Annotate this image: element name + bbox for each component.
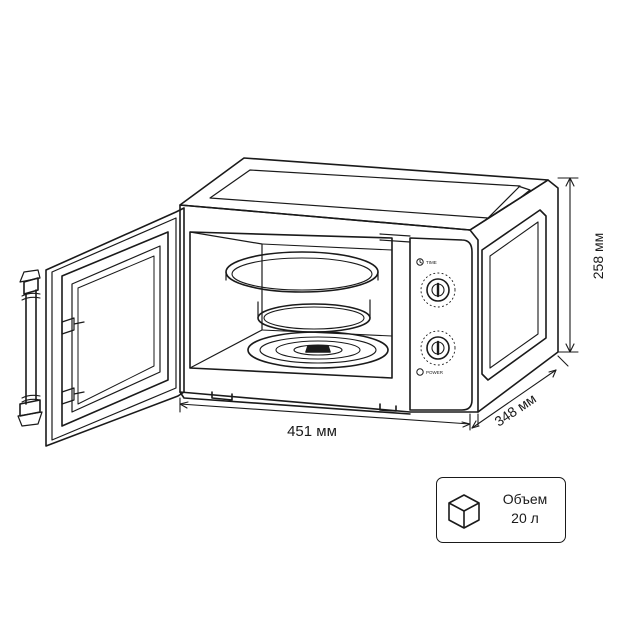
height-dimension-line [557, 177, 579, 353]
microwave-body [179, 157, 559, 415]
power-icon [416, 368, 424, 376]
volume-value: 20 л [511, 510, 539, 526]
volume-title: Объем [502, 491, 548, 507]
width-dimension-line [179, 397, 471, 431]
power-knob[interactable] [420, 330, 456, 366]
depth-dimension-line [471, 355, 569, 429]
clock-icon [416, 258, 424, 266]
turntable [225, 251, 389, 369]
timer-label: TIME [426, 260, 437, 265]
cube-icon [448, 494, 480, 529]
volume-badge: Объем 20 л [436, 477, 566, 543]
open-door [45, 207, 185, 447]
door-handle[interactable] [17, 269, 43, 427]
height-label: 258 мм [590, 233, 606, 280]
power-label: POWER [426, 370, 444, 375]
width-label: 451 мм [287, 423, 337, 440]
timer-knob[interactable] [420, 272, 456, 308]
